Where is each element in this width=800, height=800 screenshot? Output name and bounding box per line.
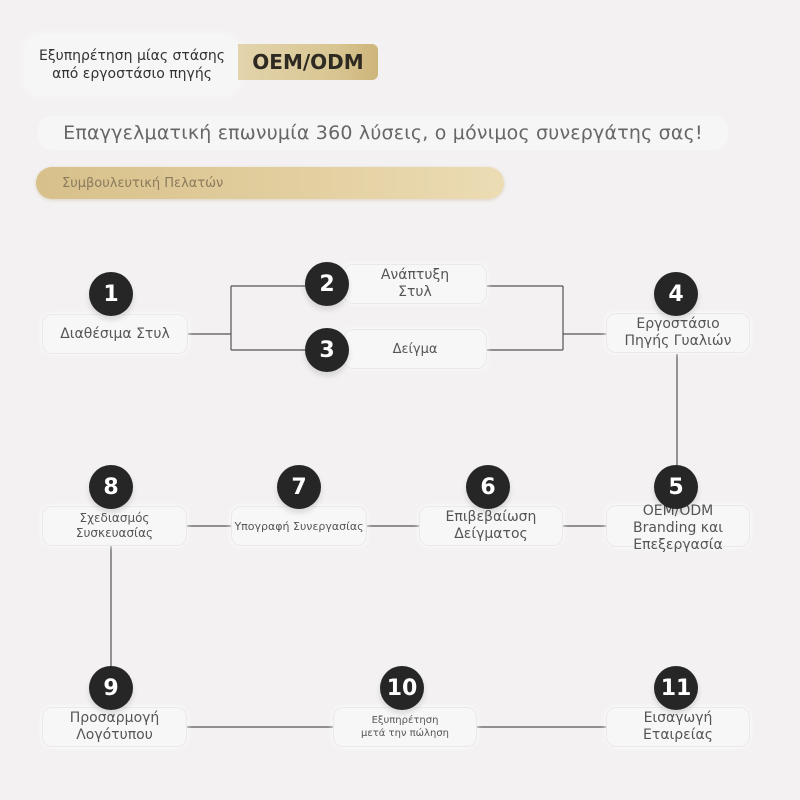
step-9-number-badge: 9 xyxy=(89,666,133,710)
step-3-number-badge: 3 xyxy=(305,328,349,372)
step-7-label: Υπογραφή Συνεργασίας xyxy=(234,519,364,533)
one-stop-line-1: Εξυπηρέτηση μίας στάσης xyxy=(38,48,226,64)
slogan-banner: Επαγγελματική επωνυμία 360 λύσεις, ο μόν… xyxy=(38,116,728,150)
step-11-company-introduction: Εισαγωγή Εταιρείας xyxy=(606,707,750,747)
step-2-label-line-2: Στυλ xyxy=(398,284,432,300)
step-9-logo-customization: Προσαρμογή Λογότυπου xyxy=(42,707,187,747)
step-5-oem-odm-branding: OEM/ODM Branding και Επεξεργασία xyxy=(606,502,750,553)
step-10-number-badge: 10 xyxy=(380,666,424,710)
one-stop-line-2: από εργοστάσιο πηγής xyxy=(52,66,212,82)
step-9-label-line-2: Λογότυπου xyxy=(76,727,153,743)
step-4-eyewear-source-factory: Εργοστάσιο Πηγής Γυαλιών xyxy=(606,313,750,353)
step-6-number-badge: 6 xyxy=(466,465,510,509)
step-8-packaging-design: Σχεδιασμός Συσκευασίας xyxy=(42,506,187,546)
step-6-label-line-1: Επιβεβαίωση xyxy=(445,509,537,525)
step-10-label-line-1: Εξυπηρέτηση xyxy=(371,715,439,726)
oem-odm-badge: OEM/ODM xyxy=(238,44,378,80)
step-11-label-line-2: Εταιρείας xyxy=(643,727,713,743)
step-2-label-line-1: Ανάπτυξη xyxy=(380,267,450,283)
step-4-label-line-2: Πηγής Γυαλιών xyxy=(624,333,732,349)
step-9-label-line-1: Προσαρμογή xyxy=(69,710,160,726)
step-10-label-line-2: μετά την πώληση xyxy=(360,728,449,739)
step-5-label-line-3: Επεξεργασία xyxy=(633,536,723,553)
step-8-label-line-1: Σχεδιασμός xyxy=(79,511,150,525)
step-5-label-line-1: OEM/ODM xyxy=(642,502,714,519)
slogan-text: Επαγγελματική επωνυμία 360 λύσεις, ο μόν… xyxy=(63,122,703,144)
step-7-cooperation-signing: Υπογραφή Συνεργασίας xyxy=(231,506,367,546)
customer-consulting-bar: Συμβουλευτική Πελατών xyxy=(36,167,504,199)
step-4-label-line-1: Εργοστάσιο xyxy=(636,316,720,332)
step-10-after-sales-service: Εξυπηρέτηση μετά την πώληση xyxy=(333,707,477,747)
step-6-label-line-2: Δείγματος xyxy=(454,526,528,542)
step-5-number-badge: 5 xyxy=(654,465,698,509)
customer-consulting-label: Συμβουλευτική Πελατών xyxy=(62,175,224,191)
one-stop-service-label: Εξυπηρέτηση μίας στάσης από εργοστάσιο π… xyxy=(26,36,238,94)
step-8-label-line-2: Συσκευασίας xyxy=(75,526,154,540)
step-3-sample: Δείγμα xyxy=(343,329,487,369)
step-2-number-badge: 2 xyxy=(305,262,349,306)
step-7-number-badge: 7 xyxy=(277,465,321,509)
step-4-number-badge: 4 xyxy=(654,272,698,316)
step-11-label-line-1: Εισαγωγή xyxy=(643,710,713,726)
step-1-available-styles: Διαθέσιμα Στυλ xyxy=(42,314,188,354)
step-11-number-badge: 11 xyxy=(654,666,698,710)
step-6-sample-confirmation: Επιβεβαίωση Δείγματος xyxy=(419,506,563,546)
step-1-label: Διαθέσιμα Στυλ xyxy=(60,325,170,342)
step-8-number-badge: 8 xyxy=(89,465,133,509)
step-3-label: Δείγμα xyxy=(392,341,438,357)
step-2-style-development: Ανάπτυξη Στυλ xyxy=(343,264,487,304)
step-1-number-badge: 1 xyxy=(89,272,133,316)
step-5-label-line-2: Branding και xyxy=(632,519,723,536)
